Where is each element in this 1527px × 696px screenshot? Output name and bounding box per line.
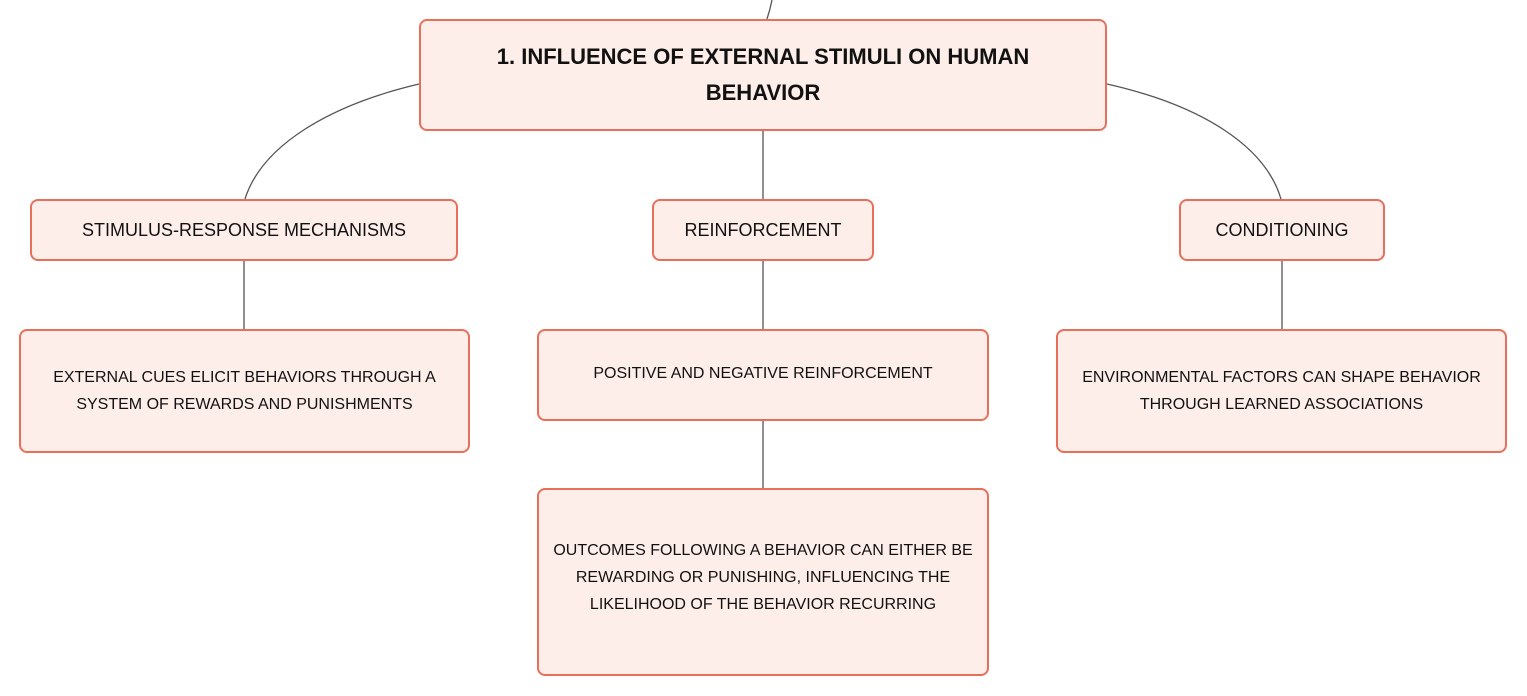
topic-label-reinforcement: REINFORCEMENT — [684, 220, 842, 240]
topic-node-stimulus-response-mechanisms[interactable]: STIMULUS-RESPONSE MECHANISMS — [30, 199, 458, 261]
subtopic-node-outcomes-following-behavior[interactable]: OUTCOMES FOLLOWING A BEHAVIOR CAN EITHER… — [537, 488, 989, 676]
connector-root-to-stimulus-response — [244, 83, 420, 200]
subtopic-label-outcomes-following-behavior: OUTCOMES FOLLOWING A BEHAVIOR CAN EITHER… — [553, 541, 973, 613]
connector-root-to-conditioning — [1106, 83, 1282, 200]
root-topic-node[interactable]: 1. INFLUENCE OF EXTERNAL STIMULI ON HUMA… — [419, 19, 1107, 131]
subtopic-label-positive-negative-reinforcement: POSITIVE AND NEGATIVE REINFORCEMENT — [593, 364, 933, 382]
subtopic-node-positive-negative-reinforcement[interactable]: POSITIVE AND NEGATIVE REINFORCEMENT — [537, 329, 989, 421]
topic-label-stimulus-response-mechanisms: STIMULUS-RESPONSE MECHANISMS — [81, 220, 407, 240]
subtopic-node-external-cues[interactable]: EXTERNAL CUES ELICIT BEHAVIORS THROUGH A… — [19, 329, 470, 453]
subtopic-node-environmental-factors[interactable]: ENVIRONMENTAL FACTORS CAN SHAPE BEHAVIOR… — [1056, 329, 1507, 453]
subtopic-label-external-cues: EXTERNAL CUES ELICIT BEHAVIORS THROUGH A… — [53, 369, 436, 413]
topic-label-conditioning: CONDITIONING — [1215, 220, 1349, 240]
topic-node-reinforcement[interactable]: REINFORCEMENT — [652, 199, 874, 261]
subtopic-label-environmental-factors: ENVIRONMENTAL FACTORS CAN SHAPE BEHAVIOR… — [1082, 369, 1481, 413]
root-topic-label: 1. INFLUENCE OF EXTERNAL STIMULI ON HUMA… — [496, 44, 1030, 105]
connector-parent-to-root — [766, 0, 773, 20]
topic-node-conditioning[interactable]: CONDITIONING — [1179, 199, 1385, 261]
